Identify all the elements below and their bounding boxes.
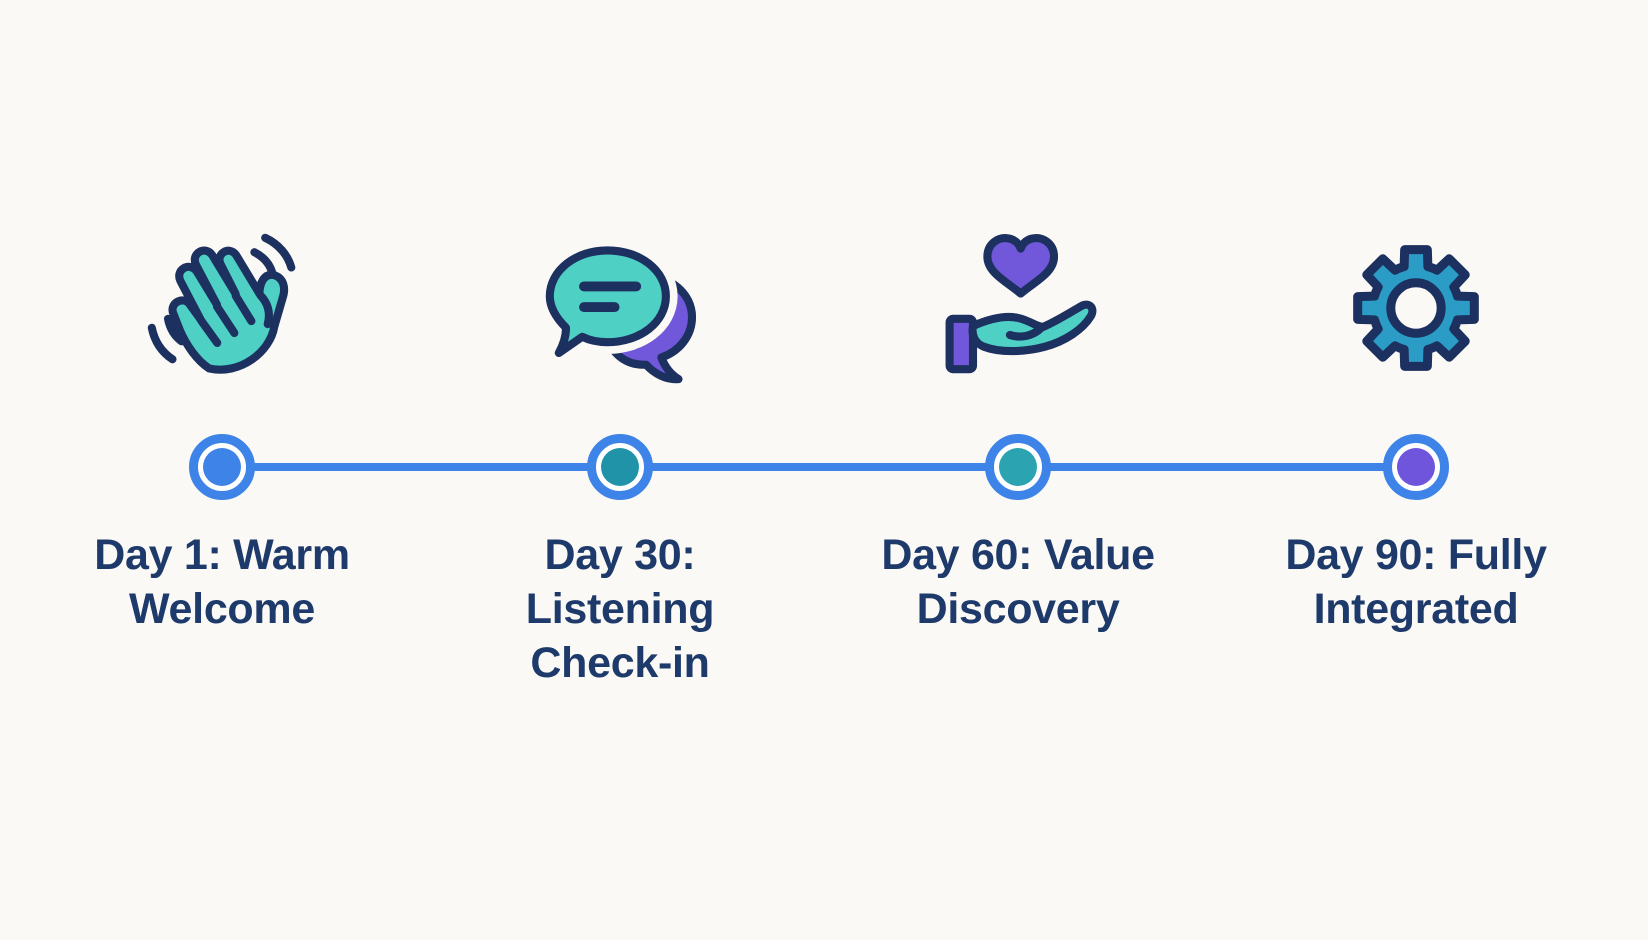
timeline-dot	[601, 448, 639, 486]
milestone-day-30: Day 30: Listening Check-in	[450, 0, 790, 940]
chat-bubbles-icon	[530, 218, 710, 398]
milestone-label-day-1: Day 1: Warm Welcome	[52, 528, 392, 636]
label-line: Check-in	[530, 639, 710, 687]
milestone-label-day-30: Day 30: Listening Check-in	[450, 528, 790, 690]
timeline-line	[222, 463, 1416, 471]
timeline-node-day-60	[985, 434, 1051, 500]
label-line: Welcome	[129, 585, 315, 633]
milestone-day-1: Day 1: Warm Welcome	[52, 0, 392, 940]
timeline-node-day-30	[587, 434, 653, 500]
timeline-dot	[203, 448, 241, 486]
label-line: Listening	[525, 585, 715, 633]
label-line: Integrated	[1313, 585, 1519, 633]
label-line: Day 90: Fully	[1285, 531, 1547, 579]
timeline-node-day-90	[1383, 434, 1449, 500]
label-line: Discovery	[916, 585, 1120, 633]
milestone-label-day-60: Day 60: Value Discovery	[848, 528, 1188, 636]
hand-holding-heart-icon	[928, 218, 1108, 398]
milestone-day-60: Day 60: Value Discovery	[848, 0, 1188, 940]
timeline-dot	[1397, 448, 1435, 486]
label-line: Day 1: Warm	[94, 531, 350, 579]
waving-hand-icon	[132, 218, 312, 398]
milestone-day-90: Day 90: Fully Integrated	[1246, 0, 1586, 940]
milestone-label-day-90: Day 90: Fully Integrated	[1246, 528, 1586, 636]
timeline-dot	[999, 448, 1037, 486]
label-line: Day 60: Value	[881, 531, 1155, 579]
gear-icon	[1326, 218, 1506, 398]
timeline-node-day-1	[189, 434, 255, 500]
label-line: Day 30:	[544, 531, 696, 579]
